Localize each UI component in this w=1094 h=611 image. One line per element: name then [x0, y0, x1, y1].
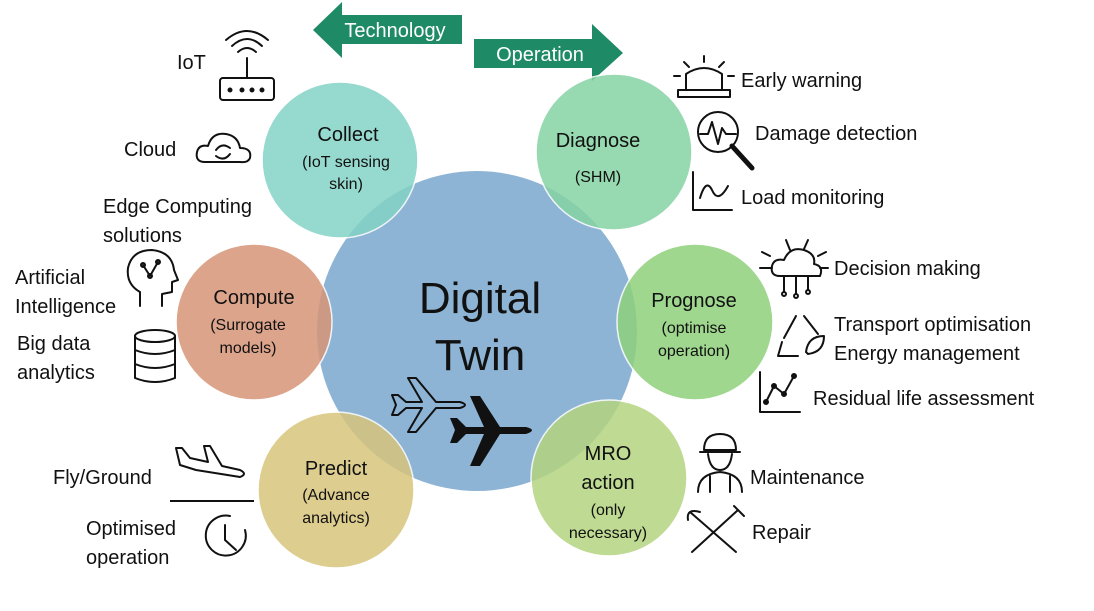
- collect-sub-1: (IoT sensing: [302, 154, 390, 171]
- technology-arrow: Technology: [313, 2, 462, 58]
- mro-sub-1: (only: [591, 502, 626, 519]
- ai-label-1: Artificial: [15, 267, 85, 289]
- collect-sub-2: skin): [329, 176, 363, 193]
- load-chart-icon: [692, 171, 733, 211]
- mro-sub-2: necessary): [569, 525, 647, 542]
- siren-icon: [673, 55, 735, 98]
- compute-circle: [175, 243, 333, 401]
- compute-sub-2: models): [220, 340, 277, 357]
- technology-label: Technology: [344, 20, 445, 42]
- load-monitoring-label: Load monitoring: [741, 187, 884, 209]
- iot-label: IoT: [177, 52, 206, 74]
- prognose-title: Prognose: [651, 290, 737, 312]
- predict-title: Predict: [305, 458, 368, 480]
- damage-magnifier-icon: [697, 111, 755, 171]
- operation-arrow: Operation: [474, 24, 623, 81]
- transport-label: Transport optimisation: [834, 314, 1031, 336]
- maintenance-label: Maintenance: [750, 467, 865, 489]
- airplane-landing-icon: [175, 445, 245, 478]
- mro-title-1: MRO: [585, 443, 632, 465]
- ai-label-2: Intelligence: [15, 296, 116, 318]
- compute-title: Compute: [213, 287, 294, 309]
- damage-detection-label: Damage detection: [755, 123, 917, 145]
- airplane-solid-icon: [450, 396, 532, 466]
- tools-icon: [686, 505, 745, 553]
- edge-label-2: solutions: [103, 225, 182, 247]
- diagnose-circle: [535, 73, 693, 231]
- optimised-label-1: Optimised: [86, 518, 176, 540]
- ai-head-icon: [126, 249, 179, 307]
- residual-life-label: Residual life assessment: [813, 388, 1035, 410]
- optimised-label-2: operation: [86, 547, 169, 569]
- bigdata-label-2: analytics: [17, 362, 95, 384]
- compute-sub-1: (Surrogate: [210, 317, 286, 334]
- digital-twin-circle: [317, 171, 637, 491]
- mro-title-2: action: [581, 472, 634, 494]
- fly-ground-label: Fly/Ground: [53, 467, 152, 489]
- center-title-1: Digital: [419, 274, 541, 323]
- decision-making-label: Decision making: [834, 258, 981, 280]
- center-title-2: Twin: [435, 331, 525, 380]
- diagnose-sub: (SHM): [575, 169, 621, 186]
- recycle-leaf-icon: [777, 315, 825, 357]
- cloud-label: Cloud: [124, 139, 176, 161]
- bigdata-label-1: Big data: [17, 333, 91, 355]
- operation-label: Operation: [496, 44, 584, 66]
- router-icon: [219, 30, 275, 101]
- clock-icon: [204, 514, 247, 557]
- collect-circle: [261, 81, 419, 239]
- mro-circle: [530, 399, 688, 557]
- predict-circle: [257, 411, 415, 569]
- energy-label: Energy management: [834, 343, 1020, 365]
- trend-chart-icon: [759, 371, 801, 413]
- prognose-circle: [616, 243, 774, 401]
- cloud-sync-icon: [195, 132, 252, 164]
- cloud-network-icon: [759, 239, 829, 299]
- repair-label: Repair: [752, 522, 811, 544]
- predict-sub-1: (Advance: [302, 487, 370, 504]
- early-warning-label: Early warning: [741, 70, 862, 92]
- worker-icon: [697, 433, 743, 493]
- edge-label-1: Edge Computing: [103, 196, 252, 218]
- airplane-outline-icon: [391, 377, 466, 433]
- collect-title: Collect: [317, 124, 379, 146]
- diagnose-title: Diagnose: [556, 130, 641, 152]
- prognose-sub-1: (optimise: [662, 320, 727, 337]
- prognose-sub-2: operation): [658, 343, 730, 360]
- predict-sub-2: analytics): [302, 510, 370, 527]
- database-icon: [134, 329, 176, 383]
